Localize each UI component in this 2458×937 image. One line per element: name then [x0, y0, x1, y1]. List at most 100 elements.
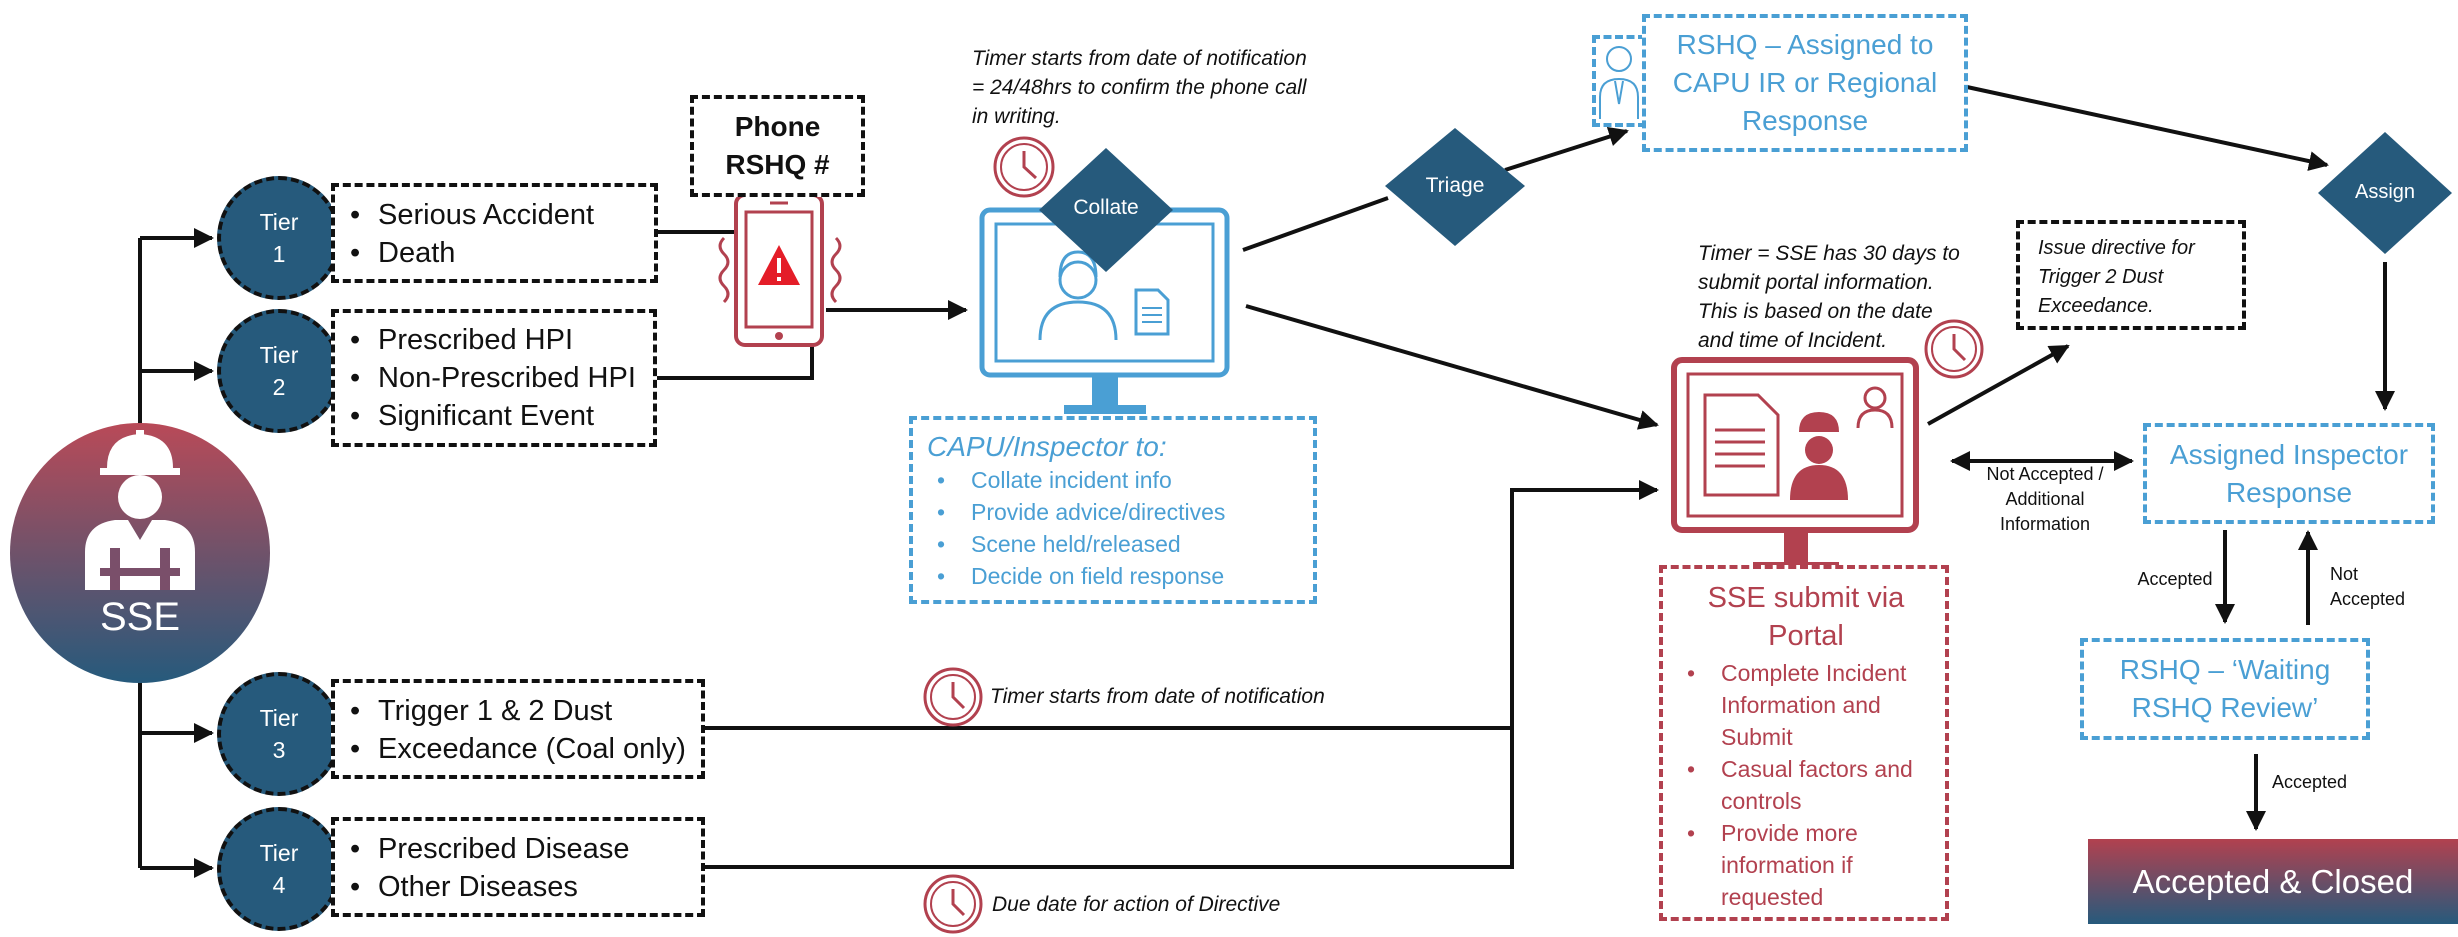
box-line: Assigned Inspector — [2169, 438, 2409, 470]
tier-3-label: Tier — [259, 705, 299, 731]
accepted-closed-label: Accepted & Closed — [2132, 862, 2414, 900]
portal-to-directive-arrow — [1927, 344, 2070, 426]
sse-worker-icon — [85, 430, 195, 590]
list-item: Casual factors and controls — [1687, 753, 1935, 817]
triage-label: Triage — [1425, 174, 1485, 197]
phone-title: Phone — [734, 111, 821, 142]
portal-monitor-icon — [1671, 357, 1919, 570]
list-item: Serious Accident — [350, 196, 654, 234]
assign-label: Assign — [2354, 181, 2416, 203]
box-line: Response — [1741, 105, 1869, 136]
box-line: RSHQ Review’ — [2131, 692, 2319, 723]
monitor-to-portal-arrow — [1245, 304, 1659, 430]
box-line: Exceedance. — [2038, 295, 2154, 317]
rshq-assigned-box: RSHQ – Assigned to CAPU IR or Regional R… — [1642, 14, 1968, 152]
rshq-to-assign-arrow — [1966, 85, 2329, 171]
closed-bar — [2088, 839, 2458, 924]
note-line: submit portal information. — [1698, 271, 1934, 294]
tier-1-box: Serious Accident Death — [331, 183, 658, 283]
list-item: Decide on field response — [937, 560, 1313, 592]
tier-1-circle: Tier 1 — [217, 176, 341, 300]
box-line: RSHQ – Assigned to — [1676, 29, 1934, 60]
person-icon — [1599, 46, 1639, 119]
sse-label: SSE — [99, 594, 181, 639]
tier-4-number: 4 — [272, 872, 286, 898]
tier-2-number: 2 — [272, 374, 286, 400]
not-accepted-additional-label: Not Accepted / Additional Information — [1960, 462, 2130, 537]
label-line: Not Accepted / — [1986, 464, 2104, 484]
collate-label: Collate — [1073, 196, 1139, 219]
collate-diamond — [1039, 148, 1173, 272]
timer-sse-note: Timer = SSE has 30 days to submit portal… — [1698, 239, 1978, 355]
due-date-note: Due date for action of Directive — [992, 893, 1281, 916]
note-line: Timer = SSE has 30 days to — [1698, 242, 1960, 265]
accepted-label: Accepted — [2272, 772, 2348, 792]
box-line: CAPU IR or Regional — [1672, 67, 1938, 98]
phone-number-label: RSHQ # — [725, 149, 830, 180]
box-line: RSHQ – ‘Waiting — [2119, 654, 2331, 685]
issue-directive-box: Issue directive for Trigger 2 Dust Excee… — [2016, 220, 2246, 330]
label-line: Additional — [2005, 489, 2085, 509]
tier-3-circle: Tier 3 — [217, 672, 341, 796]
list-item: Prescribed Disease — [350, 830, 701, 868]
list-item: Complete Incident Information and Submit — [1687, 657, 1935, 753]
tier-3-box: Trigger 1 & 2 Dust Exceedance (Coal only… — [331, 679, 705, 779]
tier-1-label: Tier — [259, 209, 299, 235]
tier-2-label: Tier — [259, 342, 299, 368]
capu-inspector-box: CAPU/Inspector to: Collate incident info… — [909, 416, 1317, 604]
box-line: Issue directive for — [2038, 237, 2195, 259]
tier-4-circle: Tier 4 — [217, 807, 341, 931]
note-line: This is based on the date — [1698, 300, 1933, 323]
tier-to-phone-connectors — [655, 230, 814, 380]
list-item: Trigger 1 & 2 Dust — [350, 692, 701, 730]
box-line: Trigger 2 Dust — [2038, 266, 2164, 288]
accepted-label: Accepted — [2137, 569, 2213, 589]
sse-portal-box: SSE submit via Portal Complete Incident … — [1659, 565, 1949, 921]
triage-diamond — [1385, 128, 1525, 246]
timer-tier3-note: Timer starts from date of notification — [990, 685, 1325, 708]
rshq-person-icon-frame — [1592, 35, 1646, 127]
list-item: Significant Event — [350, 397, 653, 435]
tier-2-box: Prescribed HPI Non-Prescribed HPI Signif… — [331, 309, 657, 447]
list-item: Scene held/released — [937, 528, 1313, 560]
clock-icon-top — [993, 136, 1055, 198]
list-item: Death — [350, 234, 654, 272]
phone-rshq-box: Phone RSHQ # — [690, 95, 865, 197]
clock-icon-tier4 — [923, 874, 983, 934]
tier-2-circle: Tier 2 — [217, 309, 341, 433]
tier-3-4-to-portal-connectors — [704, 480, 1659, 869]
clock-icon-sse — [1924, 319, 1984, 379]
monitor-to-triage-line — [1242, 196, 1389, 252]
assign-diamond — [2318, 132, 2452, 254]
label-line: Accepted — [2330, 589, 2406, 609]
portal-title-line: Portal — [1768, 620, 1844, 652]
label-line: Not — [2330, 564, 2359, 584]
clock-icon-tier3 — [923, 667, 983, 727]
phone-alert-icon — [718, 193, 842, 347]
list-item: Non-Prescribed HPI — [350, 359, 653, 397]
label-line: Information — [1999, 514, 2091, 534]
list-item: Prescribed HPI — [350, 321, 653, 359]
list-item: Collate incident info — [937, 464, 1313, 496]
portal-title: SSE submit via Portal — [1677, 579, 1935, 655]
waiting-review-box: RSHQ – ‘Waiting RSHQ Review’ — [2080, 638, 2370, 740]
list-item: Other Diseases — [350, 868, 701, 906]
list-item: Provide more information if requested — [1687, 817, 1935, 913]
note-line: Timer starts from date of notification — [972, 47, 1307, 70]
tier-1-number: 1 — [272, 241, 286, 267]
assigned-inspector-box: Assigned Inspector Response — [2143, 423, 2435, 524]
tier-4-label: Tier — [259, 840, 299, 866]
portal-title-line: SSE submit via — [1707, 582, 1905, 614]
box-line: Response — [2225, 476, 2353, 508]
capu-title: CAPU/Inspector to: — [927, 431, 1167, 462]
triage-to-rshq-arrow — [1504, 126, 1629, 172]
timer-top-note: Timer starts from date of notification =… — [972, 44, 1372, 131]
note-line: = 24/48hrs to confirm the phone call — [972, 76, 1307, 99]
list-item-continued: Exceedance (Coal only) — [350, 730, 701, 768]
not-accepted-label: Not Accepted — [2330, 562, 2440, 612]
tier-4-box: Prescribed Disease Other Diseases — [331, 817, 705, 917]
tier-3-number: 3 — [272, 737, 286, 763]
list-item: Provide advice/directives — [937, 496, 1313, 528]
